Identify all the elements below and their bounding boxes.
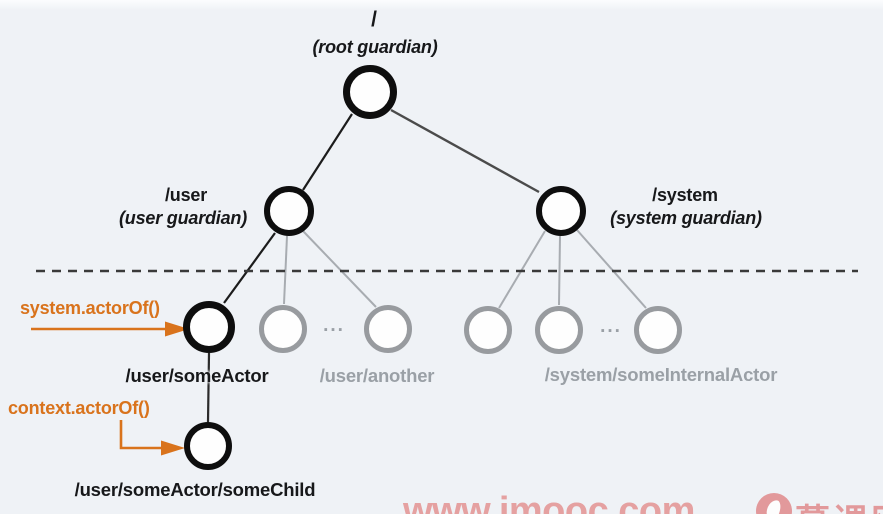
edge-someactor-to-somechild: [206, 352, 211, 423]
edge-user-to-child1: [283, 235, 288, 305]
top-fade-strip: [0, 0, 883, 10]
system-actorof-annotation: system.actorOf(): [20, 298, 160, 318]
system-guardian-caption: (system guardian): [610, 208, 762, 228]
user-path-label: /user: [164, 185, 208, 205]
imooc-logo-icon: [756, 493, 792, 514]
node-system-child-1: [464, 306, 512, 354]
root-guardian-caption: (root guardian): [312, 37, 438, 57]
some-child-path-label: /user/someActor/someChild: [74, 479, 316, 500]
edge-system-to-child3: [576, 229, 647, 309]
system-path-label: /system: [652, 185, 718, 205]
system-actorof-arrow-icon: [31, 321, 189, 337]
edge-user-to-another: [302, 230, 377, 308]
user-another-path-label: /user/another: [319, 365, 435, 386]
watermark-url-text: www.imooc.com: [403, 490, 695, 514]
root-path-label: /: [371, 8, 377, 31]
some-actor-path-label: /user/someActor: [125, 365, 269, 386]
node-root-guardian: [343, 65, 397, 119]
node-system-child-2: [535, 306, 583, 354]
edge-root-to-system: [390, 108, 540, 194]
edge-user-to-someactor: [223, 232, 276, 304]
node-some-child: [184, 422, 232, 470]
edge-root-to-user: [302, 113, 353, 191]
edge-system-to-child1: [498, 230, 546, 309]
node-user-another: [364, 305, 412, 353]
node-system-guardian: [536, 186, 586, 236]
watermark-brand-text: 慕课网: [795, 494, 883, 514]
user-guardian-caption: (user guardian): [118, 208, 248, 228]
context-actorof-annotation: context.actorOf(): [8, 398, 150, 418]
system-internal-actor-path-label: /system/someInternalActor: [544, 364, 778, 385]
node-some-actor: [183, 301, 235, 353]
edge-system-to-child2: [558, 235, 561, 306]
node-user-child: [259, 305, 307, 353]
node-user-guardian: [264, 186, 314, 236]
context-actorof-arrow-icon: [119, 420, 185, 456]
node-system-child-3: [634, 306, 682, 354]
ellipsis-user-children: ...: [323, 315, 345, 336]
imooc-logo-sail-icon: [765, 499, 782, 514]
ellipsis-system-children: ...: [600, 316, 622, 337]
